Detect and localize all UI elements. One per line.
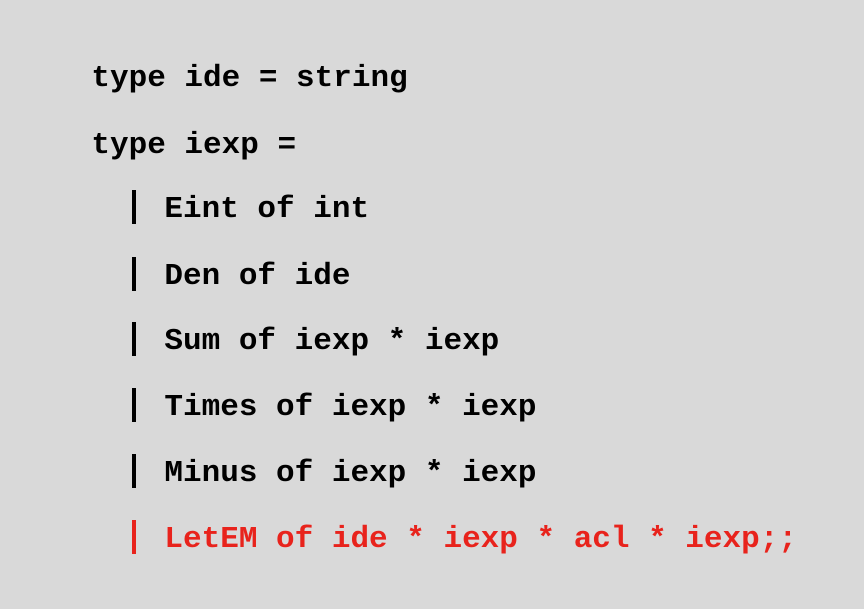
code-block: type ide = string type iexp = Eint of in… — [17, 10, 797, 557]
code-line-text: Minus of iexp * iexp — [164, 456, 537, 491]
variant-bar — [132, 321, 137, 356]
code-line-letem-highlighted: LetEM of ide * iexp * acl * iexp;; — [58, 471, 797, 557]
code-line-text: type iexp = — [91, 128, 297, 163]
variant-bar — [132, 453, 137, 488]
code-line-eint: Eint of int — [58, 141, 369, 227]
variant-bar — [132, 189, 137, 224]
code-line-text: Eint of int — [164, 192, 370, 227]
code-line-text: Sum of iexp * iexp — [164, 324, 500, 359]
variant-bar-highlighted — [132, 519, 137, 554]
code-line-den: Den of ide — [58, 208, 350, 294]
code-line-times: Times of iexp * iexp — [58, 339, 536, 425]
code-line-type-iexp: type iexp = — [17, 77, 296, 163]
code-line-text: Times of iexp * iexp — [164, 390, 537, 425]
variant-bar — [132, 387, 137, 422]
code-line-type-ide: type ide = string — [17, 10, 407, 96]
variant-bar — [132, 256, 137, 291]
code-line-text: type ide = string — [91, 61, 408, 96]
code-line-minus: Minus of iexp * iexp — [58, 405, 536, 491]
code-line-sum: Sum of iexp * iexp — [58, 273, 499, 359]
code-line-text-highlighted: LetEM of ide * iexp * acl * iexp;; — [164, 522, 797, 557]
code-line-text: Den of ide — [164, 259, 351, 294]
